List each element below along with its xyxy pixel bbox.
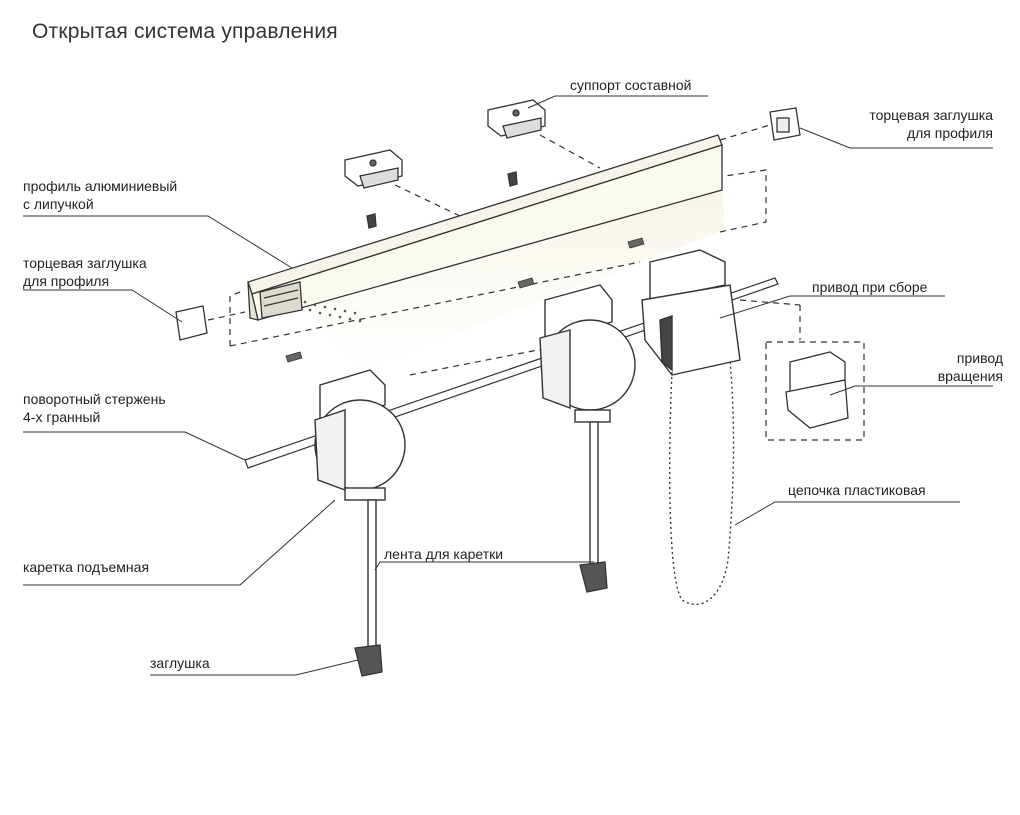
lift-carriage-right xyxy=(539,284,636,568)
label-drive-rotation-line2: вращения xyxy=(937,368,1003,384)
label-profile: профиль алюминиевый с липучкой xyxy=(23,177,177,213)
label-rod-line1: поворотный стержень xyxy=(23,391,166,407)
label-end-cap-left-line1: торцевая заглушка xyxy=(23,255,147,271)
aluminium-profile xyxy=(247,134,723,321)
leader-lines xyxy=(23,95,993,676)
label-plug: заглушка xyxy=(150,655,210,671)
label-rod-line2: 4-х гранный xyxy=(23,409,101,425)
label-drive-rotation: привод вращения xyxy=(880,349,1003,385)
label-end-cap-right-line2: для профиля xyxy=(906,125,993,141)
label-tape: лента для каретки xyxy=(384,546,504,562)
dashed-connectors xyxy=(207,124,801,340)
tape-plugs xyxy=(354,561,608,677)
label-profile-line1: профиль алюминиевый xyxy=(23,178,178,194)
label-end-cap-left-line2: для профиля xyxy=(23,273,110,289)
velcro-strip xyxy=(303,300,362,323)
support-left xyxy=(344,149,403,229)
label-chain: цепочка пластиковая xyxy=(788,482,926,498)
drive-assembly xyxy=(641,249,741,376)
label-drive-rotation-line1: привод xyxy=(956,350,1003,366)
plastic-chain xyxy=(669,359,735,605)
label-end-cap-right-line1: торцевая заглушка xyxy=(869,107,993,123)
label-profile-line2: с липучкой xyxy=(23,196,94,212)
page-title: Открытая система управления xyxy=(32,20,338,43)
rotation-drive-detail xyxy=(765,341,865,441)
end-cap-right xyxy=(769,107,801,141)
screws xyxy=(285,237,645,363)
label-rod: поворотный стержень 4-х гранный xyxy=(23,390,166,426)
end-cap-left xyxy=(175,305,208,341)
label-carriage: каретка подъемная xyxy=(23,559,150,575)
support-center xyxy=(487,99,546,187)
profile-dashed-outline xyxy=(229,169,767,376)
lift-carriage-left xyxy=(314,369,406,651)
label-drive-assembly: привод при сборе xyxy=(812,279,928,295)
label-end-cap-left: торцевая заглушка для профиля xyxy=(23,254,147,290)
label-end-cap-right: торцевая заглушка для профиля xyxy=(820,106,993,142)
label-support: суппорт составной xyxy=(570,77,692,93)
